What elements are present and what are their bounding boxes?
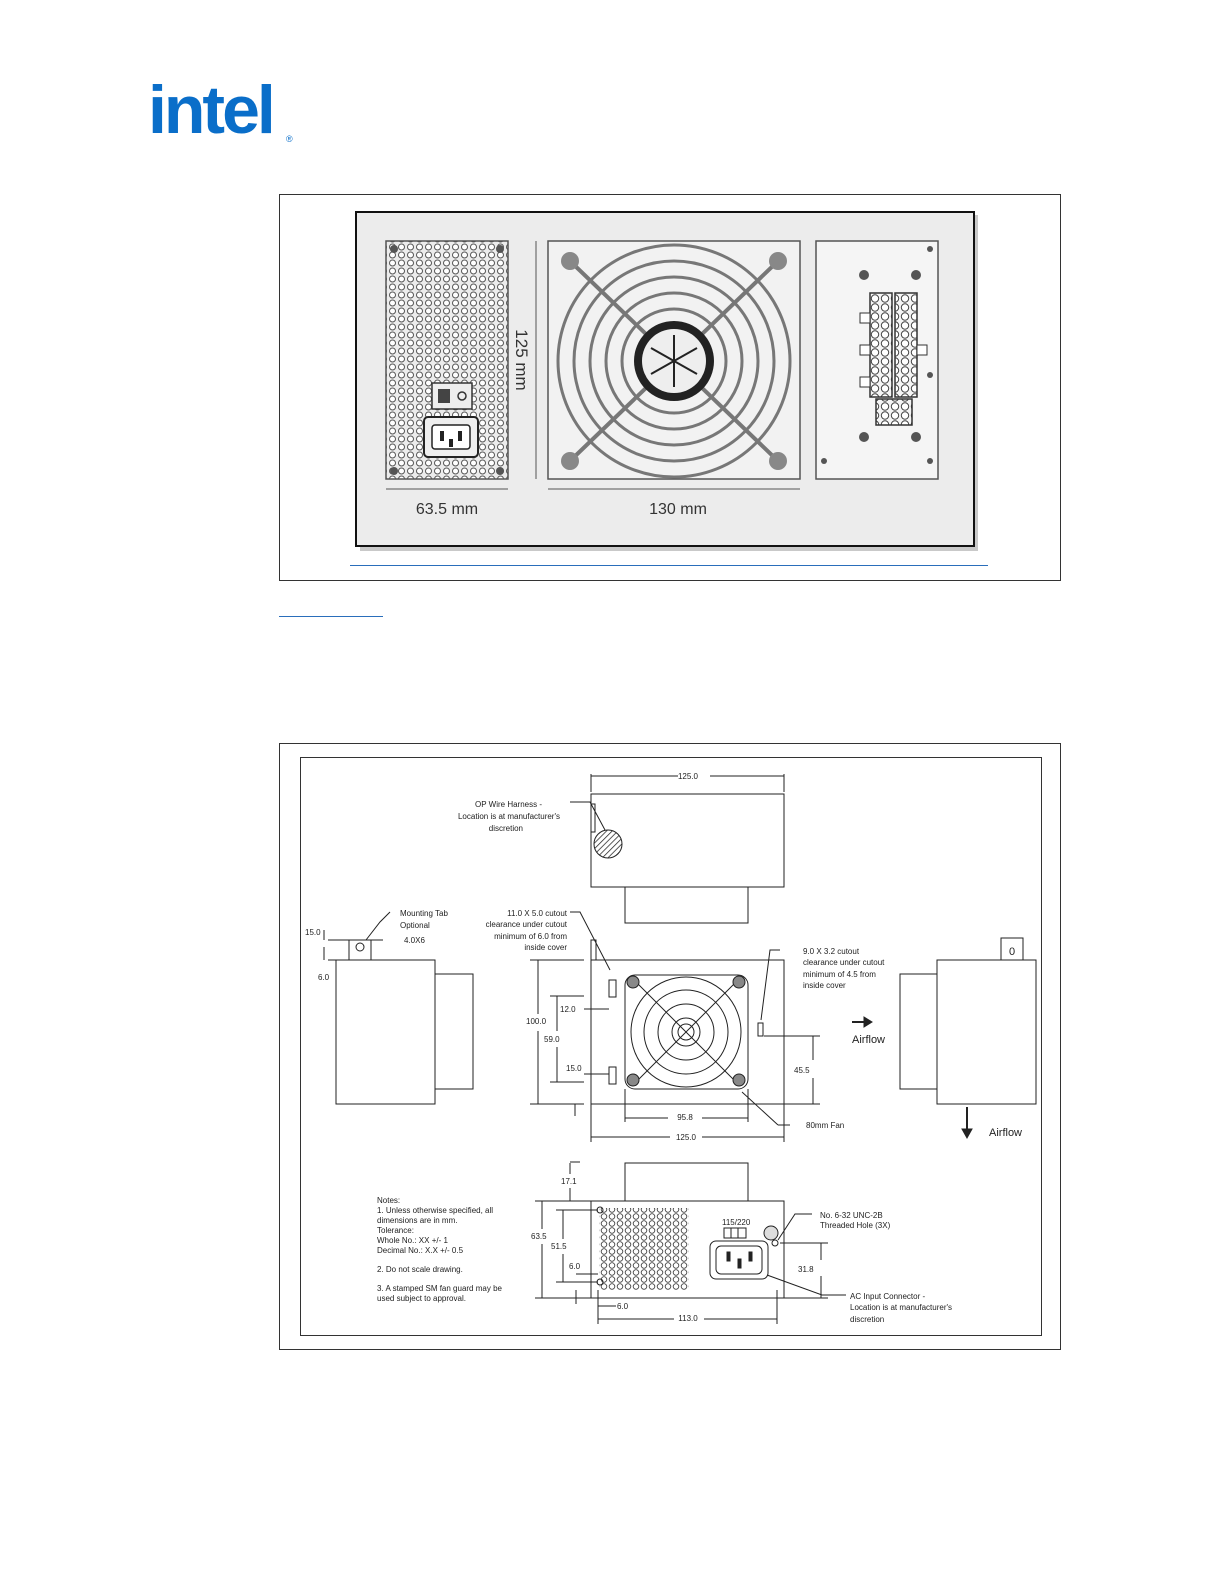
notes-line-9: 3. A stamped SM fan guard may be (377, 1284, 503, 1293)
center-dim-15: 15.0 (566, 1064, 582, 1073)
top-view-body (590, 793, 785, 888)
cutout-right-line2: clearance under cutout (803, 958, 885, 967)
bottom-dim-51-5: 51.5 (551, 1242, 567, 1251)
connector-block (815, 240, 939, 480)
left-dim-15: 15.0 (305, 928, 321, 937)
intel-logo: intel ® (148, 76, 298, 150)
tab-label-line2: Optional (400, 921, 430, 930)
bottom-dim-63-5: 63.5 (531, 1232, 547, 1241)
left-view-body (335, 959, 436, 1105)
snowflake-icon (650, 335, 698, 387)
notes-line-4: Whole No.: XX +/- 1 (377, 1236, 448, 1245)
cutout-right-line4: inside cover (803, 981, 846, 990)
bottom-dim-17-1: 17.1 (561, 1177, 577, 1186)
top-view-fan-housing (624, 886, 749, 924)
harness-label-line3: discretion (489, 824, 523, 833)
figure-mechanical-drawing: 125.0 OP Wire Harness - Location is at m… (279, 743, 1061, 1350)
fan-label: 80mm Fan (806, 1121, 844, 1130)
voltage-switch-icon (723, 1227, 747, 1239)
cutout-left-line2: clearance under cutout (486, 920, 568, 929)
center-dim-59: 59.0 (544, 1035, 560, 1044)
logo-registered-mark: ® (286, 134, 293, 144)
cutout-right (757, 1022, 764, 1037)
notes-line-7: 2. Do not scale drawing. (377, 1265, 463, 1274)
top-dim-125: 125.0 (678, 772, 699, 781)
left-dim-6: 6.0 (318, 973, 330, 982)
tab-label-line1: Mounting Tab (400, 909, 448, 918)
right-tab-mark: 0 (1009, 946, 1015, 958)
cutout-left-upper (608, 979, 617, 998)
ac-label-line1: AC Input Connector - (850, 1292, 925, 1301)
ac-label-line3: discretion (850, 1315, 884, 1324)
mounting-tab (348, 939, 372, 961)
notes-line-2: dimensions are in mm. (377, 1216, 457, 1225)
threaded-label-line1: No. 6-32 UNC-2B (820, 1211, 883, 1220)
figure1-caption-rule (350, 565, 988, 566)
center-dim-95-8: 95.8 (677, 1113, 693, 1122)
voltage-switch-label: 115/220 (722, 1218, 751, 1227)
hole-label: 4.0X6 (404, 936, 425, 945)
ac-label-line2: Location is at manufacturer's (850, 1303, 952, 1312)
dim-width-center-label: 130 mm (649, 501, 707, 518)
threaded-hole-icon (763, 1225, 779, 1241)
dimension-lines (386, 241, 800, 490)
logo-wordmark: intel (148, 72, 276, 148)
mechanical-diagram: 125.0 OP Wire Harness - Location is at m… (305, 772, 1037, 1324)
bottom-view-fan-housing (624, 1162, 749, 1202)
cutout-left-line1: 11.0 X 5.0 cutout (507, 909, 568, 918)
airflow-horizontal-label: Airflow (852, 1034, 885, 1046)
airflow-vertical-label: Airflow (989, 1127, 1022, 1139)
dim-width-left-label: 63.5 mm (416, 501, 478, 518)
psu-rear-diagram: 125 mm 63.5 mm 130 mm (355, 211, 978, 551)
wire-harness-icon (593, 829, 623, 859)
center-dim-125: 125.0 (676, 1133, 697, 1142)
figure-psu-rear-view: 125 mm 63.5 mm 130 mm (279, 194, 1061, 581)
figure1-link-underline (279, 616, 383, 617)
fan-grill (547, 240, 801, 480)
cutout-left-lower (608, 1066, 617, 1085)
center-dim-12: 12.0 (560, 1005, 576, 1014)
right-view-body (936, 959, 1037, 1105)
cutout-right-line3: minimum of 4.5 from (803, 970, 876, 979)
center-dim-45-5: 45.5 (794, 1066, 810, 1075)
bottom-dim-31-8: 31.8 (798, 1265, 814, 1274)
harness-label-line2: Location is at manufacturer's (458, 812, 560, 821)
dim-height-label: 125 mm (512, 329, 531, 390)
cutout-left-line4: inside cover (524, 943, 567, 952)
vent-pattern (599, 1208, 689, 1290)
bottom-dim-6-a: 6.0 (569, 1262, 581, 1271)
threaded-label-line2: Threaded Hole (3X) (820, 1221, 891, 1230)
bottom-dim-113: 113.0 (678, 1314, 698, 1323)
drawing-border (300, 757, 1042, 1336)
cutout-left-line3: minimum of 6.0 from (494, 932, 567, 941)
notes-line-10: used subject to approval. (377, 1294, 466, 1303)
harness-label-line1: OP Wire Harness - (475, 800, 542, 809)
bottom-dim-6-b: 6.0 (617, 1302, 629, 1311)
vent-block (385, 240, 509, 480)
center-dim-100: 100.0 (526, 1017, 547, 1026)
notes-line-0: Notes: (377, 1196, 400, 1205)
cutout-right-line1: 9.0 X 3.2 cutout (803, 947, 860, 956)
notes-line-1: 1. Unless otherwise specified, all (377, 1206, 493, 1215)
notes-line-5: Decimal No.: X.X +/- 0.5 (377, 1246, 464, 1255)
notes-line-3: Tolerance: (377, 1226, 414, 1235)
